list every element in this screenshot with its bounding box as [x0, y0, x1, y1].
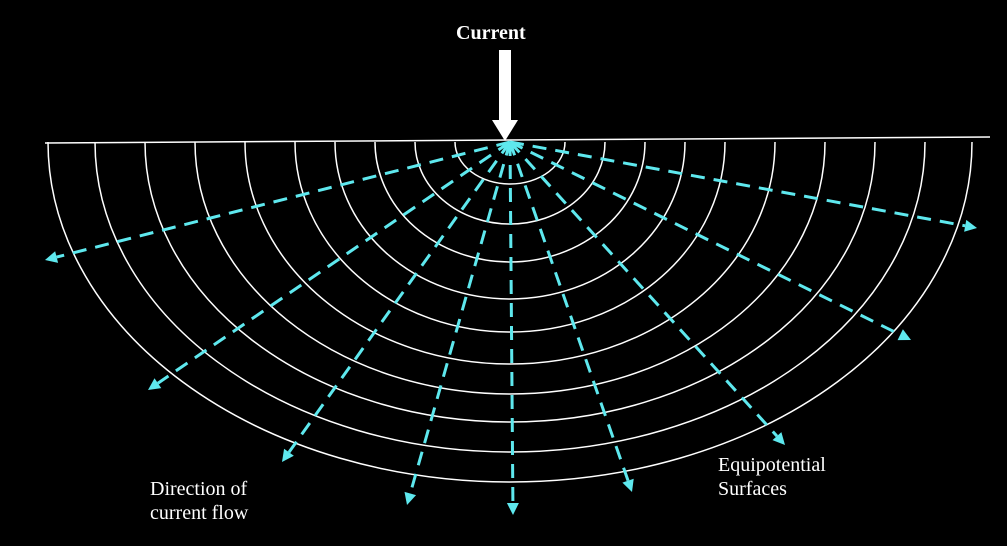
ground-surface-line	[44, 136, 991, 144]
equipotential-surface-4	[334, 141, 686, 300]
equipotential-surface-5	[294, 141, 726, 333]
arrowhead-icon	[404, 491, 417, 505]
current-flow-line-9	[509, 140, 977, 232]
down-arrow-icon	[492, 50, 518, 141]
equipotential-surface-8	[144, 141, 876, 423]
equipotential-label-line-1: Equipotential	[718, 454, 826, 476]
arrowhead-icon	[148, 378, 162, 390]
equipotential-surface-10	[47, 141, 973, 483]
current-flow-line-7	[508, 140, 785, 445]
current-flow-line-6	[508, 141, 634, 492]
current-flow-line-1	[45, 140, 511, 263]
arrowhead-icon	[964, 219, 977, 232]
equipotential-surface-9	[94, 141, 926, 453]
arrowhead-icon	[506, 502, 519, 515]
equipotential-surfaces	[47, 141, 973, 483]
arrowhead-icon	[897, 329, 911, 341]
current-flow-line-5	[506, 141, 519, 515]
direction-of-current-flow-label: Direction of current flow	[150, 477, 248, 525]
current-label: Current	[456, 22, 526, 44]
arrowhead-icon	[282, 448, 294, 462]
current-flow-line-4	[404, 141, 512, 505]
equipotential-surface-7	[194, 141, 826, 395]
arrowhead-icon	[45, 251, 59, 263]
current-flow-lines	[45, 140, 977, 515]
current-flow-line-8	[509, 140, 911, 341]
equipotential-surface-1	[454, 141, 566, 185]
equipotential-surface-6	[244, 141, 776, 365]
current-flow-line-2	[148, 140, 511, 390]
direction-label-line-2: current flow	[150, 502, 249, 524]
equipotential-label-line-2: Surfaces	[718, 478, 787, 500]
arrowhead-icon	[772, 432, 785, 445]
equipotential-surfaces-label: Equipotential Surfaces	[718, 453, 826, 501]
arrowhead-icon	[622, 478, 634, 492]
current-flow-line-3	[282, 141, 512, 462]
direction-label-line-1: Direction of	[150, 478, 248, 500]
